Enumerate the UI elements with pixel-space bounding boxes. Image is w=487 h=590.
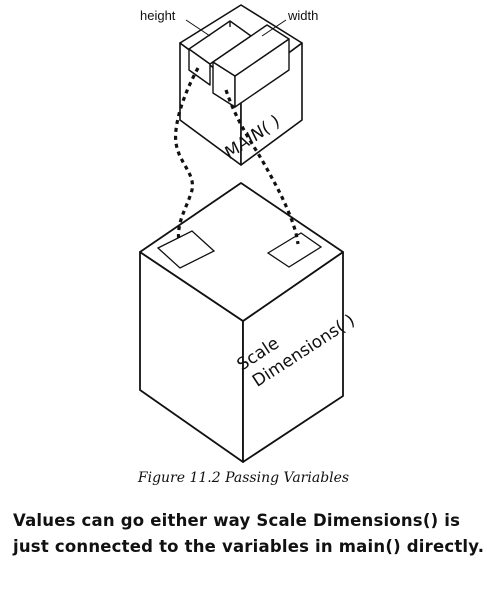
scale-dimensions-cube — [139, 182, 344, 463]
explanation-line-1: Values can go either way Scale Dimension… — [13, 511, 461, 530]
height-parameter-pad — [156, 230, 216, 269]
width-variable-box — [212, 24, 290, 108]
figure-caption: Figure 11.2 Passing Variables — [137, 470, 350, 486]
width-parameter-pad — [266, 232, 323, 268]
scale-cube-top-face — [139, 182, 344, 322]
height-connection-dashed-line — [174, 67, 200, 243]
height-leader-line — [185, 19, 211, 37]
explanation-text: Values can go either way Scale Dimension… — [13, 508, 485, 560]
height-variable-box — [188, 20, 252, 86]
height-label: height — [140, 8, 176, 23]
width-leader-line — [261, 19, 287, 37]
explanation-line-2: just connected to the variables in main(… — [13, 537, 485, 556]
width-label: width — [287, 8, 318, 23]
passing-variables-diagram: height width MAIN( ) Scale Dimensions( ) — [139, 4, 359, 463]
